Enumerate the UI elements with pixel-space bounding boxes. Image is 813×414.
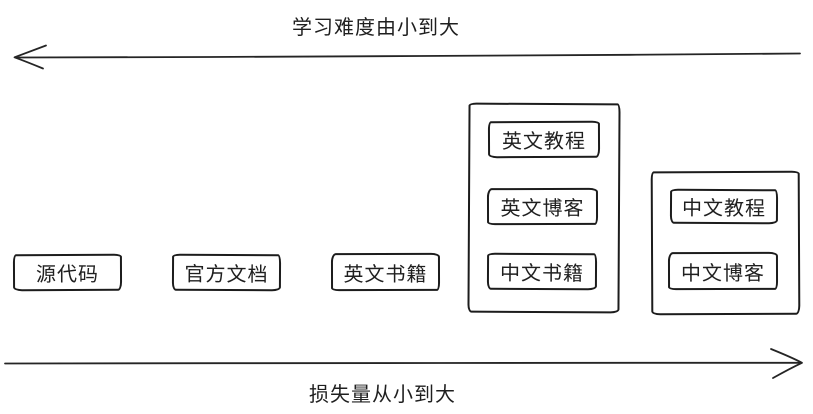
box-english-books: 英文书籍	[330, 252, 441, 292]
top-axis-label: 学习难度由小到大	[292, 17, 460, 39]
box-chinese-book: 中文书籍	[486, 252, 598, 291]
box-chinese-blog: 中文博客	[667, 251, 779, 291]
box-official-docs: 官方文档	[171, 253, 282, 292]
left-arrow-icon	[13, 44, 801, 70]
box-chinese-tutorial: 中文教程	[669, 188, 779, 225]
box-source-code: 源代码	[12, 253, 123, 292]
right-arrow-icon	[4, 348, 803, 379]
box-english-blog: 英文博客	[486, 187, 599, 226]
bottom-axis-label: 损失量从小到大	[309, 384, 456, 406]
box-english-tutorial: 英文教程	[487, 120, 601, 159]
